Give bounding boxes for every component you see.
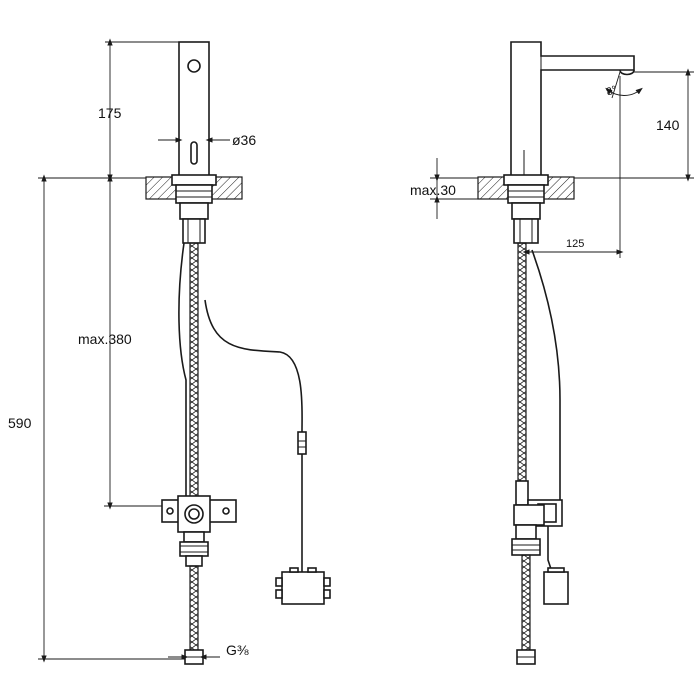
dim-175-label: 175: [98, 105, 122, 121]
connector-block: [182, 218, 206, 244]
mounting-nut: [175, 184, 213, 204]
dim-diameter-label: ø36: [232, 132, 256, 148]
side-view: 140 max.30 125 8°: [410, 41, 694, 665]
base-flange: [171, 174, 217, 186]
side-dimensions: [430, 68, 694, 258]
supply-hose-upper: [189, 242, 199, 502]
supply-hose-side: [517, 242, 527, 482]
hex-nut-lower: [179, 541, 209, 557]
sensor-window: [187, 59, 201, 73]
dim-590-label: 590: [8, 415, 32, 431]
spout-body-front: [178, 41, 210, 179]
dim-max380-label: max.380: [78, 331, 132, 347]
threaded-shank: [179, 202, 209, 220]
battery-cable-side: [547, 526, 553, 573]
dim-140-label: 140: [656, 117, 680, 133]
solenoid-valve: [177, 495, 211, 533]
cable-connector: [297, 431, 307, 455]
dim-125-label: 125: [566, 238, 584, 250]
dim-angle-label: 8°: [605, 84, 619, 99]
front-view: 175 ø36 max.380 590 G⅜: [8, 38, 331, 665]
outlet-tip: [619, 69, 635, 76]
battery-box-front: [281, 571, 325, 605]
front-dimensions: [38, 38, 230, 663]
spout-body-side: [510, 41, 635, 179]
sensor-cable-side: [531, 249, 561, 500]
dim-max30-label: max.30: [410, 182, 456, 198]
aerator-slot: [190, 141, 198, 165]
battery-box-side: [543, 571, 569, 605]
sensor-cable: [178, 242, 187, 500]
battery-cable: [204, 299, 303, 572]
supply-hose-lower: [189, 565, 199, 651]
dim-thread-label: G⅜: [226, 642, 249, 658]
